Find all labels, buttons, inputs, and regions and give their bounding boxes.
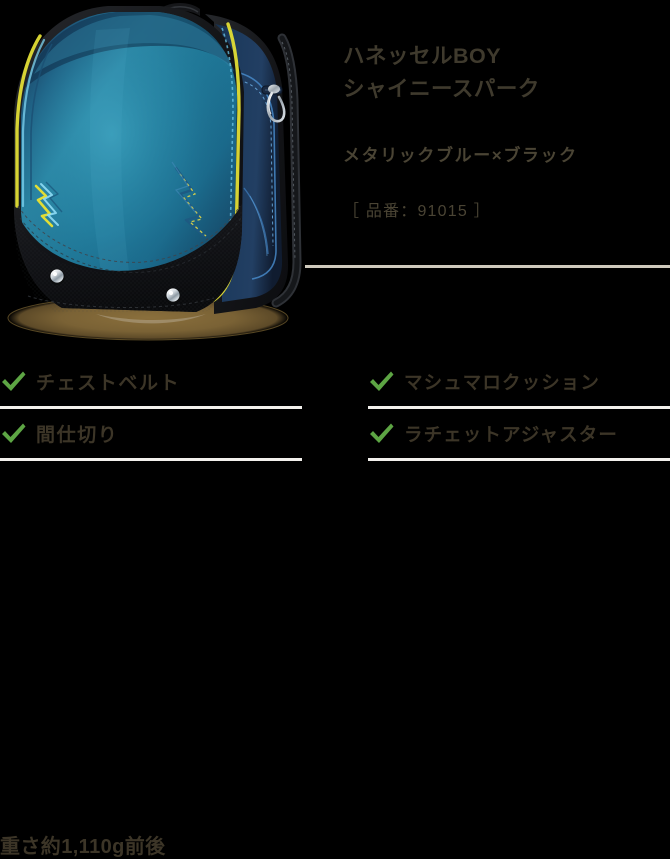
bag-main-body xyxy=(14,6,244,324)
feature-column-right: マシュマロクッション ラチェットアジャスター xyxy=(368,357,670,461)
randoseru-illustration xyxy=(7,3,302,341)
product-weight: 重さ約1,110g前後 xyxy=(0,836,166,858)
zipper-pull-ring xyxy=(266,91,286,123)
feature-label: 間仕切り xyxy=(36,425,119,446)
product-name-line2: シャイニースパーク xyxy=(343,76,540,101)
check-icon xyxy=(2,371,26,391)
left-trim-stripes xyxy=(15,34,53,208)
feature-item: ラチェットアジャスター xyxy=(368,409,670,461)
rivet-left xyxy=(49,269,65,285)
product-image xyxy=(0,0,340,352)
info-divider xyxy=(305,265,670,268)
side-zipper-pocket xyxy=(261,84,286,123)
feature-column-left: チェストベルト 間仕切り xyxy=(0,357,302,461)
check-icon xyxy=(370,423,394,443)
feature-item: 間仕切り xyxy=(0,409,302,461)
feature-label: チェストベルト xyxy=(36,373,181,394)
feature-item: チェストベルト xyxy=(0,357,302,409)
lightning-bolt-right xyxy=(171,161,207,238)
product-code: ［ 品番：91015 ］ xyxy=(343,203,491,221)
feature-label: マシュマロクッション xyxy=(404,371,601,393)
rivet-right xyxy=(165,288,181,304)
product-name-line1: ハネッセルBOY xyxy=(343,44,502,68)
product-info: ハネッセルBOY シャイニースパーク メタリックブルー×ブラック ［ 品番：91… xyxy=(343,40,670,224)
feature-label: ラチェットアジャスター xyxy=(404,423,618,445)
check-icon xyxy=(2,423,26,443)
product-name: ハネッセルBOY シャイニースパーク xyxy=(343,40,670,105)
zipper-slider xyxy=(268,84,280,94)
product-color: メタリックブルー×ブラック xyxy=(343,146,578,166)
check-icon xyxy=(370,371,394,391)
feature-item: マシュマロクッション xyxy=(368,357,670,409)
lightning-bolt-left xyxy=(34,181,63,228)
